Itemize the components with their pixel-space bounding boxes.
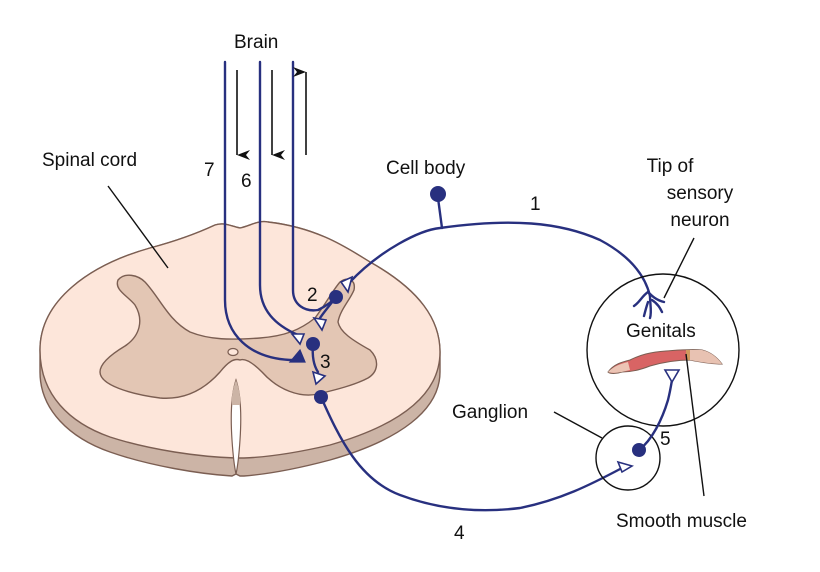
interneuron-3-axon <box>311 342 320 374</box>
synapse-smooth-muscle <box>663 369 681 384</box>
ganglion-label: Ganglion <box>452 402 528 423</box>
step-3-label: 3 <box>320 352 331 373</box>
sensory-cell-body <box>430 186 446 202</box>
genitals-label: Genitals <box>626 321 696 342</box>
synapse-sensory <box>339 275 354 294</box>
sensory-nerve-ending <box>632 290 666 320</box>
central-canal <box>227 347 239 357</box>
step-2-label: 2 <box>307 285 318 306</box>
smooth-muscle-label: Smooth muscle <box>616 511 747 532</box>
genitals-circle <box>586 273 740 427</box>
step-1-label: 1 <box>530 194 541 215</box>
tract-7 <box>223 60 298 362</box>
smooth-muscle-leader <box>685 353 705 497</box>
step-5-label: 5 <box>660 429 671 450</box>
step-7-label: 7 <box>204 160 215 181</box>
sensory-neuron-axon <box>347 221 652 298</box>
preganglionic-axon <box>319 395 624 512</box>
brain-label: Brain <box>234 32 278 53</box>
synapse-tract-7 <box>288 348 306 363</box>
step-6-label: 6 <box>241 171 252 192</box>
postganglionic-axon <box>637 378 674 452</box>
spinal-cord-leader <box>107 185 169 269</box>
spinal-cord-label: Spinal cord <box>42 150 137 171</box>
spinal-cord-gray-matter <box>99 274 378 399</box>
tip-leader <box>663 237 695 299</box>
synapse-2-to-3 <box>312 316 328 332</box>
cell-body-label: Cell body <box>386 158 466 179</box>
ganglion-circle <box>595 425 661 491</box>
smooth-muscle <box>607 349 724 374</box>
ganglion-leader <box>553 411 603 439</box>
tract-6 <box>258 60 300 337</box>
synapse-tract-6 <box>290 333 306 346</box>
tip-label-line3: neuron <box>670 210 729 231</box>
tip-label-line1: Tip of <box>647 156 695 177</box>
step-4-label: 4 <box>454 523 465 544</box>
tip-label-line2: sensory <box>667 183 734 204</box>
synapse-ganglion <box>616 460 634 474</box>
interneuron-2-axon <box>318 295 338 320</box>
cell-body-stalk <box>436 196 444 230</box>
synapse-3-to-preganglionic <box>311 370 327 386</box>
spinal-cord <box>39 220 441 477</box>
